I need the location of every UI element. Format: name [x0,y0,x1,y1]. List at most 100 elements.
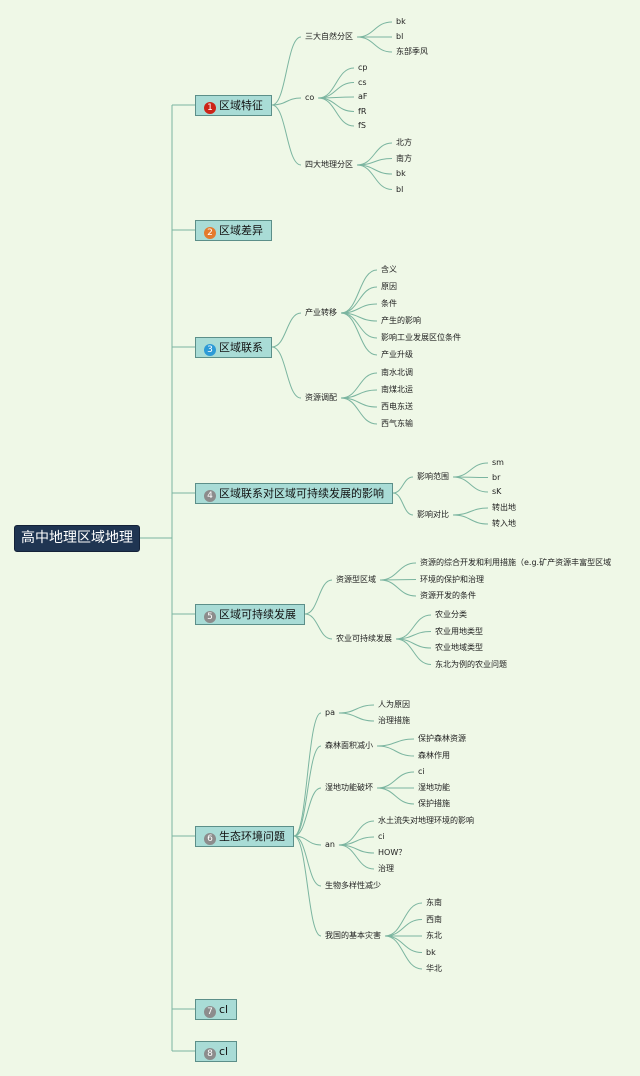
branch-label: 三大自然分区 [305,32,353,41]
leaf-connector [384,935,423,953]
leaf-label: 条件 [381,299,397,308]
leaf-connector [356,164,393,190]
branch-connector [304,613,333,640]
leaf-connector [379,579,417,597]
branch-label: 影响范围 [417,472,449,481]
leaf-connector [338,712,375,722]
leaf-label: fR [358,106,367,116]
branch-connector [293,835,322,887]
leaf-label: ci [418,767,425,776]
leaf-label: 东南 [426,898,442,907]
leaf-connector [376,738,415,747]
leaf-connector [338,844,375,870]
leaf-label: 含义 [381,265,397,274]
leaf-connector [340,312,378,356]
leaf-connector [452,514,489,525]
branch-label: 资源型区域 [336,575,376,584]
leaf-label: 森林作用 [418,751,450,760]
branch-connector [271,36,302,106]
branch-label: an [325,840,335,849]
branch-label: 四大地理分区 [305,160,353,169]
leaf-connector [340,269,378,314]
root-node: 高中地理区域地理 [14,525,140,552]
leaf-connector [384,935,423,970]
leaf-label: 南煤北运 [381,385,413,394]
leaf-label: sK [492,487,502,496]
leaf-label: 南水北调 [381,368,413,377]
leaf-connector [384,919,423,937]
leaf-label: 华北 [426,964,442,973]
leaf-label: 治理 [378,864,394,873]
leaf-connector [338,704,375,714]
topic-label: 区域差异 [219,224,263,237]
leaf-label: 东北为例的农业问题 [435,659,507,669]
leaf-label: 农业分类 [435,610,467,619]
leaf-label: 农业地域类型 [435,643,483,652]
branch-label: 生物多样性减少 [325,881,381,890]
leaf-label: 资源的综合开发和利用措施（e.g.矿产资源丰富型区域 [420,558,612,567]
leaf-connector [452,476,489,493]
leaf-connector [452,507,489,516]
branch-connector [293,835,322,937]
leaf-label: 北方 [396,138,412,147]
leaf-label: 产业升级 [381,350,413,359]
leaf-connector [340,286,378,314]
branch-connector [271,97,302,106]
leaf-connector [318,97,355,127]
topic-label: cl [219,1003,229,1016]
leaf-connector [384,902,423,937]
leaf-connector [379,562,417,581]
leaf-connector [356,21,393,38]
leaf-label: bk [396,169,406,178]
branch-connector [392,476,414,494]
topic-label: 生态环境问题 [219,830,285,843]
leaf-connector [452,462,489,478]
leaf-connector [376,745,415,757]
branch-label: 农业可持续发展 [336,634,392,643]
number-badge: 2 [204,227,216,239]
leaf-label: 原因 [381,282,397,291]
leaf-label: aF [358,92,368,101]
branch-connector [271,346,302,399]
leaf-connector [376,787,415,805]
branch-label: 森林面积减小 [325,741,373,750]
topic-label: cl [219,1045,229,1058]
leaf-label: bl [396,32,404,41]
leaf-label: 南方 [396,153,412,163]
leaf-label: 东部季风 [396,47,428,56]
leaf-connector [395,638,432,665]
number-badge: 7 [204,1006,216,1018]
leaf-label: 农业用地类型 [435,626,483,636]
leaf-connector [376,771,415,789]
leaf-label: 影响工业发展区位条件 [381,333,461,342]
leaf-label: ci [378,832,385,841]
leaf-label: 产生的影响 [381,316,421,325]
branch-label: 资源调配 [305,393,337,402]
leaf-label: 人为原因 [378,700,410,709]
leaf-connector [340,372,378,399]
leaf-label: 转出地 [492,503,516,512]
leaf-connector [379,579,417,581]
branch-connector [304,579,333,615]
branch-connector [271,104,302,166]
branch-connector [271,312,302,348]
leaf-label: bk [426,947,436,957]
branch-connector [293,712,322,837]
leaf-label: 转入地 [492,519,516,528]
branch-connector [392,492,414,516]
leaf-label: br [492,472,501,482]
topic-label: 区域联系 [219,341,263,354]
number-badge: 1 [204,102,216,114]
leaf-label: 西南 [426,914,442,924]
branch-label: 我国的基本灾害 [325,931,381,940]
leaf-connector [318,82,355,99]
leaf-label: cp [358,63,368,72]
leaf-label: HOW？ [378,848,407,857]
